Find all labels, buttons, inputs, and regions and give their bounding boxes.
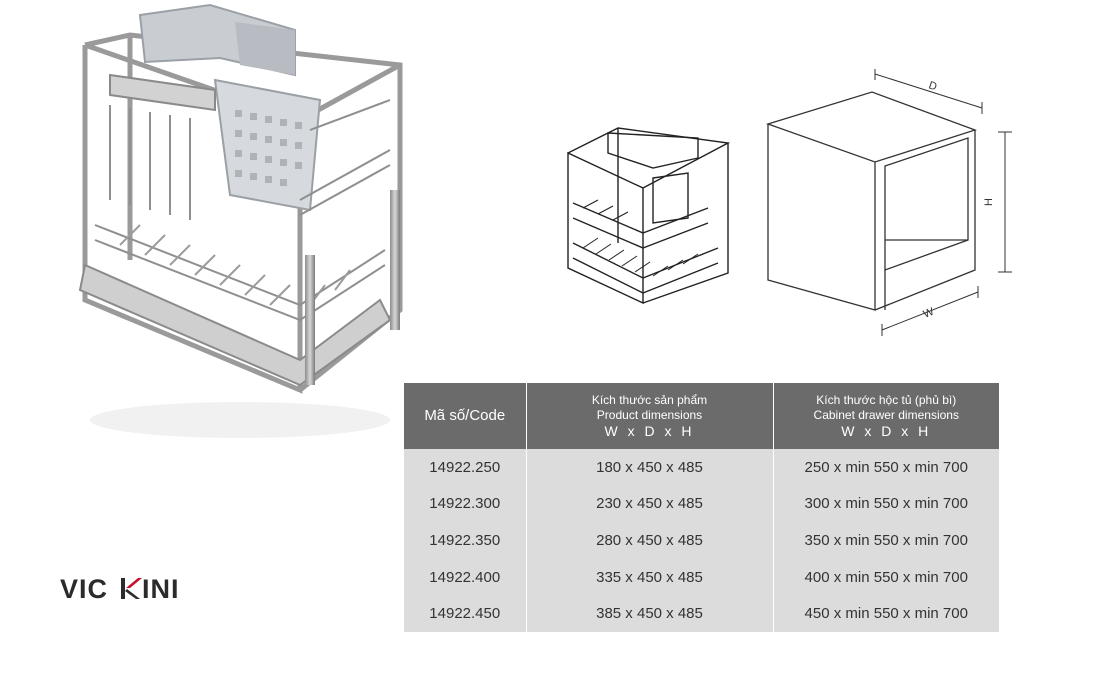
vickini-logo: VIC INI — [60, 574, 180, 604]
height-label: H — [983, 198, 995, 206]
cell-cabinet: 400 x min 550 x min 700 — [773, 558, 999, 596]
table-row: 14922.300 230 x 450 x 485 300 x min 550 … — [404, 485, 999, 523]
header-code: Mã số/Code — [404, 383, 527, 449]
header-product-vi: Kích thước sản phẩm — [591, 392, 708, 407]
svg-text:VIC: VIC — [60, 574, 108, 604]
logo-k-mark-icon — [121, 578, 142, 599]
header-product-dims: W x D x H — [604, 422, 695, 439]
header-product-en: Product dimensions — [596, 407, 703, 422]
header-code-label: Mã số/Code — [424, 407, 506, 424]
cell-code: 14922.300 — [404, 485, 527, 523]
cell-product: 230 x 450 x 485 — [526, 485, 774, 523]
svg-text:INI: INI — [142, 574, 180, 604]
cell-code: 14922.350 — [404, 522, 527, 559]
table-header-row: Mã số/Code Kích thước sản phẩm Product d… — [404, 383, 999, 449]
width-label: W — [922, 306, 937, 321]
table-row: 14922.450 385 x 450 x 485 450 x min 550 … — [404, 595, 999, 632]
product-photo — [78, 3, 403, 438]
cell-cabinet: 250 x min 550 x min 700 — [773, 449, 999, 486]
cell-cabinet: 450 x min 550 x min 700 — [773, 595, 999, 632]
header-cabinet-dims: W x D x H — [841, 422, 932, 439]
depth-label: D — [927, 79, 938, 93]
wire-rack-diagram — [567, 127, 731, 305]
header-cabinet-en: Cabinet drawer dimensions — [813, 407, 959, 422]
cell-cabinet: 350 x min 550 x min 700 — [773, 522, 999, 559]
header-cabinet-dimensions: Kích thước hộc tủ (phủ bì) Cabinet drawe… — [773, 383, 999, 449]
header-cabinet-vi: Kích thước hộc tủ (phủ bì) — [816, 392, 957, 407]
cell-product: 180 x 450 x 485 — [526, 449, 774, 486]
cell-cabinet: 300 x min 550 x min 700 — [773, 485, 999, 523]
cabinet-dimension-diagram: D H W — [765, 69, 1012, 336]
header-product-dimensions: Kích thước sản phẩm Product dimensions W… — [526, 383, 774, 449]
table-row: 14922.350 280 x 450 x 485 350 x min 550 … — [404, 522, 999, 559]
table-row: 14922.400 335 x 450 x 485 400 x min 550 … — [404, 558, 999, 596]
table-row: 14922.250 180 x 450 x 485 250 x min 550 … — [404, 449, 999, 486]
cell-product: 280 x 450 x 485 — [526, 522, 774, 559]
cell-product: 385 x 450 x 485 — [526, 595, 774, 632]
cell-code: 14922.250 — [404, 449, 527, 486]
cell-code: 14922.400 — [404, 558, 527, 596]
cell-product: 335 x 450 x 485 — [526, 558, 774, 596]
cell-code: 14922.450 — [404, 595, 527, 632]
spec-table: Mã số/Code Kích thước sản phẩm Product d… — [404, 383, 999, 632]
